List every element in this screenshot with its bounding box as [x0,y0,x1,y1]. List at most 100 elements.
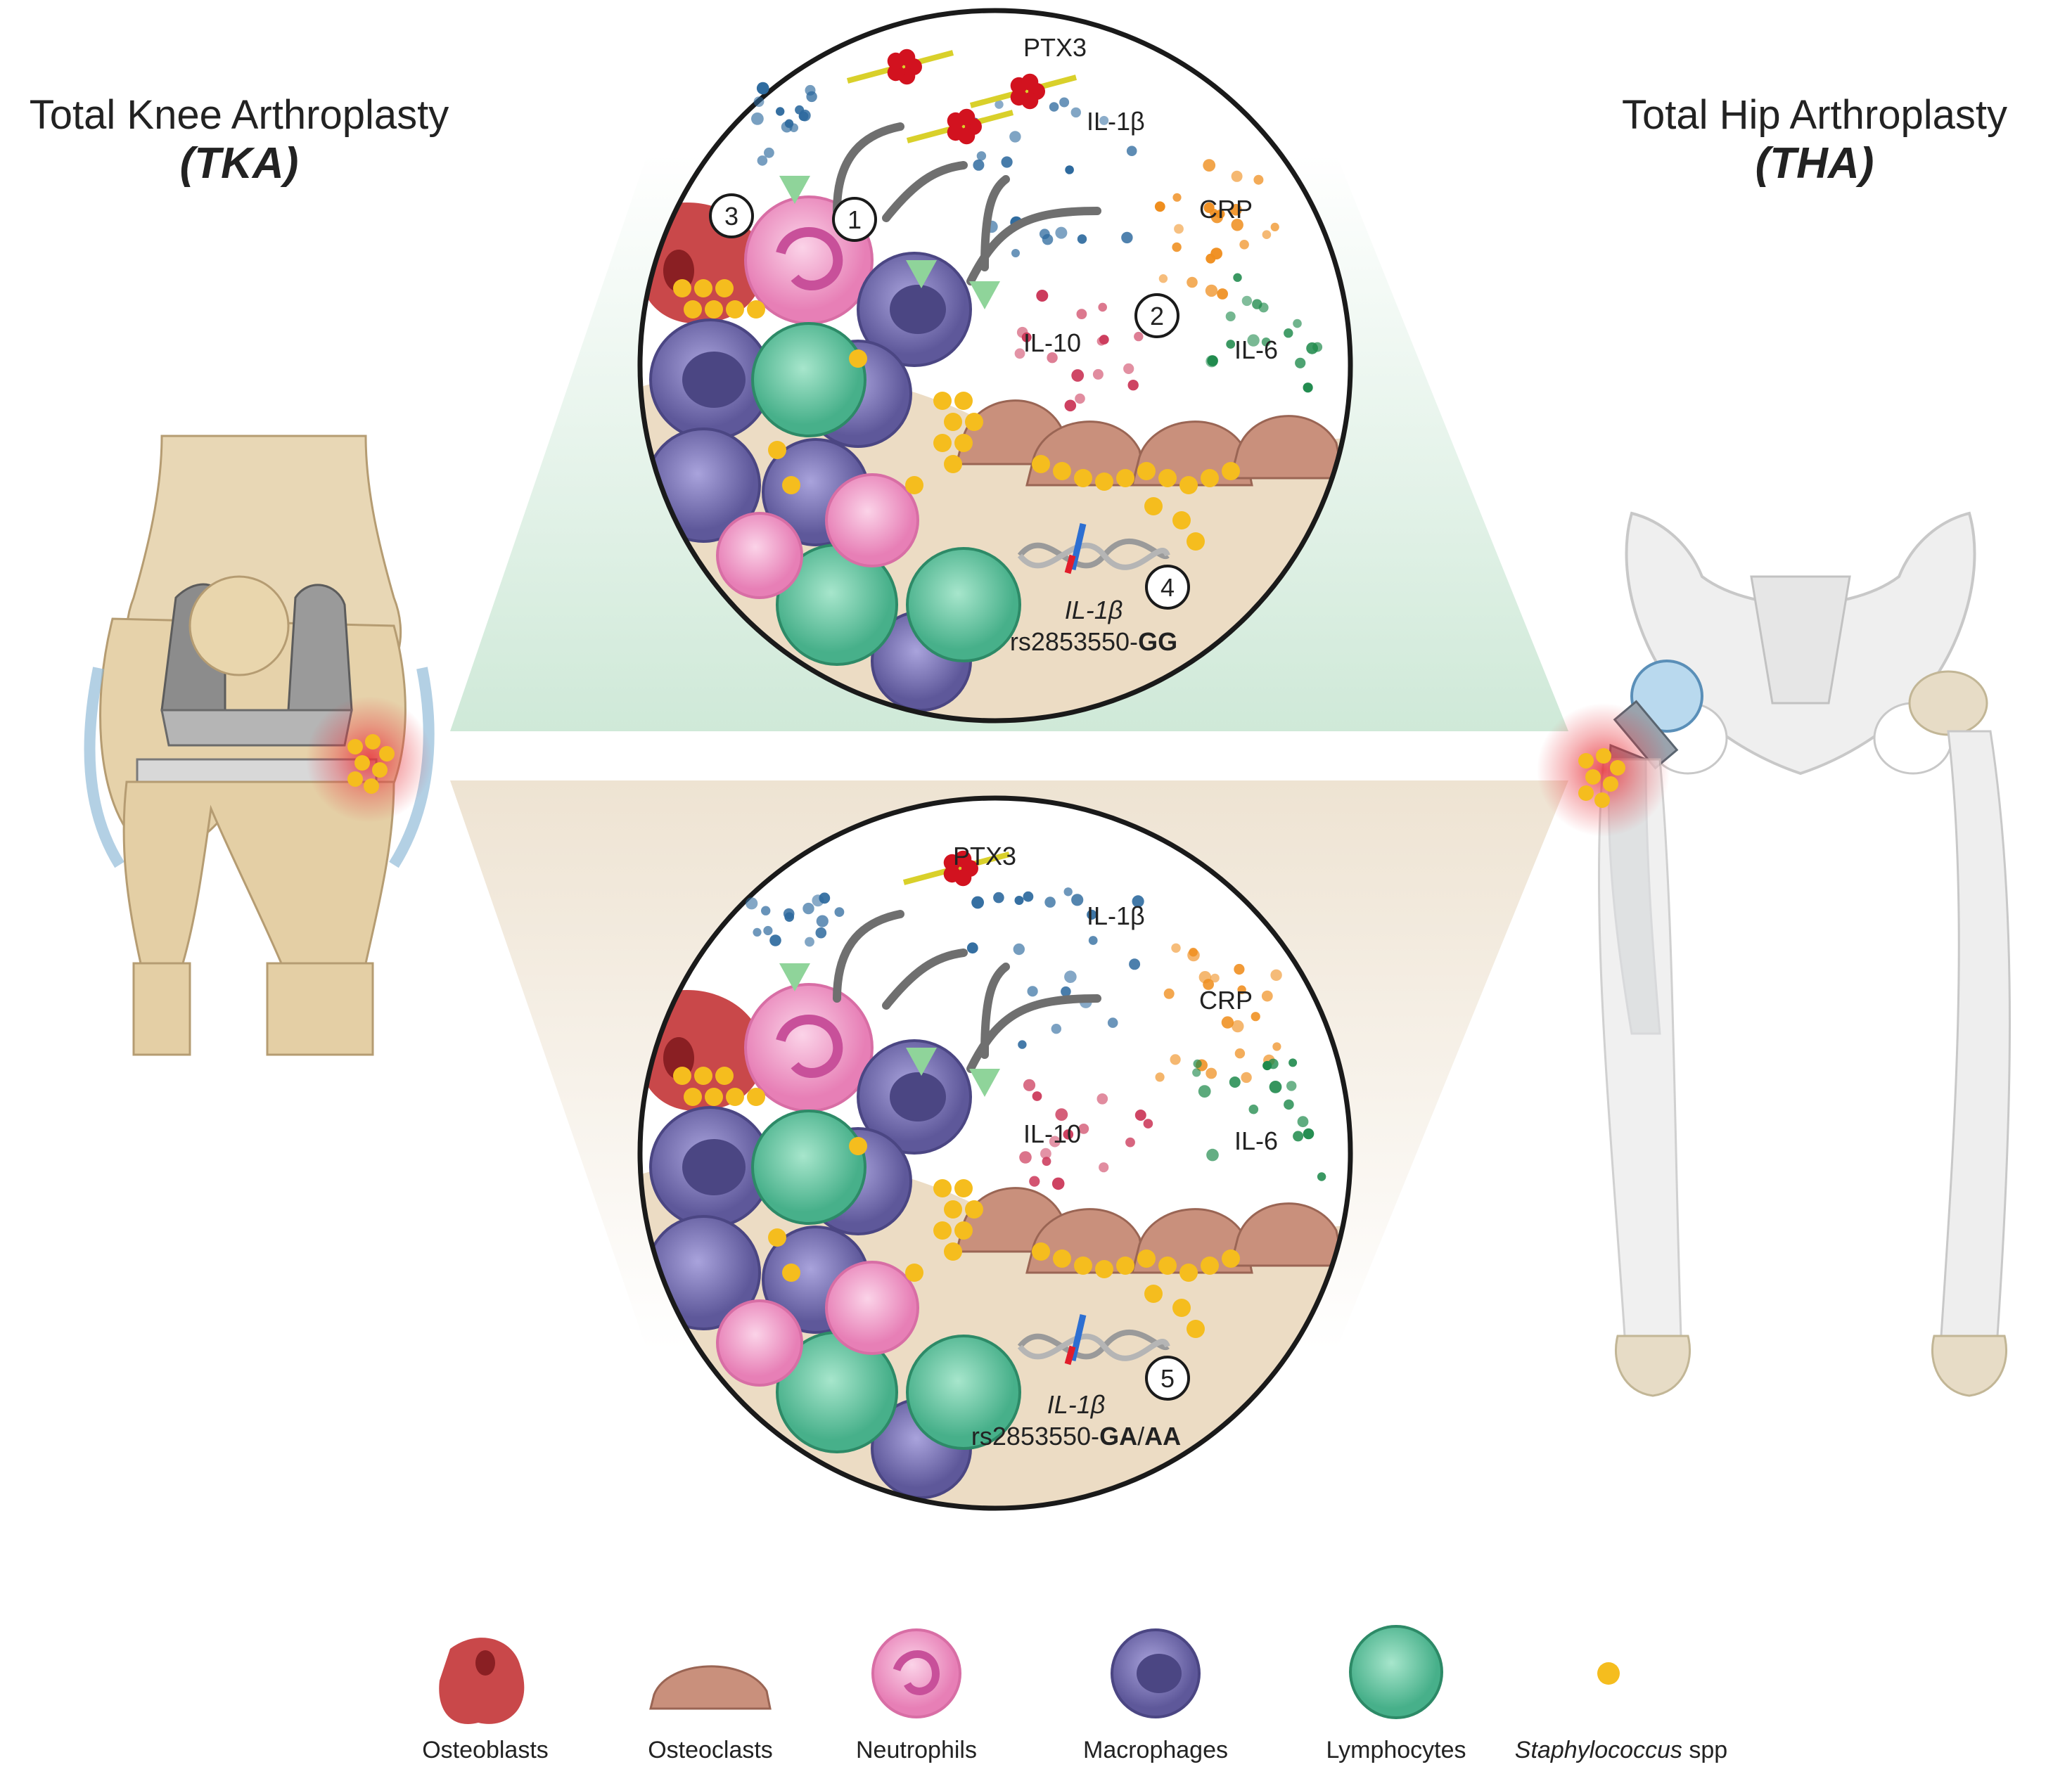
staph-bacterium [1053,1249,1071,1268]
staph-bacterium [768,441,786,459]
crp-dot [1170,1054,1181,1065]
legend-label-lymphocytes: Lymphocytes [1326,1737,1466,1763]
secretion-arrow [882,949,968,1010]
il10-dot [1036,290,1049,302]
svg-text:4: 4 [1160,573,1175,602]
il1b-dot [1011,249,1020,257]
staph-bacterium [1116,1256,1134,1275]
il6-dot [1206,1148,1219,1162]
il1b-dot [815,927,827,939]
crp-dot [1203,202,1215,213]
bottom-ptx3-label: PTX3 [953,842,1016,870]
crp-dot [1234,1048,1246,1059]
staph-bacterium [782,1264,800,1282]
il10-dot [1055,1108,1068,1121]
secretion-arrow [882,161,968,222]
il1b-dot [1001,156,1013,168]
staph-bacterium [933,1221,952,1240]
il6-dot [1267,1058,1279,1069]
il10-dot [1063,1129,1074,1140]
crp-dot [1241,1072,1252,1084]
il6-dot [1261,338,1271,347]
ptx3-molecule [947,124,964,141]
il6-dot [1248,1104,1259,1114]
il1b-dot [1065,165,1074,174]
tka-title-abbr: (TKA) [179,139,299,188]
staph-bacterium [1172,1299,1191,1317]
il1b-dot [1049,102,1059,112]
svg-text:3: 3 [724,202,738,231]
il10-dot [1040,1148,1051,1159]
bottom-dna-icon [1017,1313,1170,1365]
staph-bacterium [1095,473,1113,491]
il10-dot [1099,335,1109,345]
staph-bacterium [747,300,765,319]
il1b-dot [1129,958,1141,970]
il6-dot [1258,302,1269,313]
il6-dot [1293,1131,1304,1142]
staph-bacterium [944,455,962,473]
il10-dot [1051,1177,1065,1190]
il1b-dot [1061,986,1071,997]
tha-infection-glow [1537,703,1670,837]
il1b-dot [1063,887,1073,896]
svg-text:1: 1 [848,205,862,234]
bottom-il1b-label: IL-1β [1087,901,1145,930]
staph-bacterium [1179,476,1198,494]
il6-dot [1207,355,1218,366]
staph-bacterium [849,1137,867,1155]
top-gene-label: IL-1β [1065,596,1123,624]
secretion-arrow [980,963,1010,1059]
il1b-dot [1071,894,1084,906]
macrophage-icon [1111,1628,1201,1718]
crp-dot [1205,284,1218,297]
staph-bacterium [747,1088,765,1106]
il1b-dot [746,897,758,910]
staph-bacterium [1144,497,1163,515]
legend-label-neutrophils: Neutrophils [856,1737,977,1763]
top-marker-4: 4 [1145,565,1190,610]
top-ptx3-label: PTX3 [1023,33,1087,62]
bottom-panel-dynamic [673,850,1326,1338]
il1b-dot [1051,1024,1062,1034]
staph-bacterium [965,413,983,431]
staph-bacterium [1158,469,1177,487]
il1b-dot [1023,891,1034,902]
il1b-dot [751,113,764,125]
secretion-arrow [980,175,1010,271]
bottom-il10-label: IL-10 [1023,1119,1081,1148]
ptx3-molecule [958,108,976,126]
il6-dot [1303,383,1313,393]
il1b-dot [1064,970,1077,983]
staph-bacterium [1137,1249,1156,1268]
crp-dot [1270,969,1282,982]
crp-dot [1253,174,1264,185]
il1b-dot [799,109,811,122]
il1b-dot [1099,115,1109,125]
staph-bacterium [1201,1256,1219,1275]
staph-bacterium [1144,1285,1163,1303]
crp-dot [1155,1072,1165,1082]
il1b-dot [971,896,984,909]
crp-dot [1172,193,1182,202]
il1b-dot [1014,896,1024,905]
legend-label-staphylococcus-genus: Staphylococcus [1514,1737,1682,1763]
ptx3-molecule [943,866,961,883]
il10-dot [1019,1151,1032,1164]
bottom-gene-label: IL-1β [1047,1390,1106,1419]
crp-dot [1206,1067,1217,1079]
ptx3-molecule [1021,73,1039,91]
legend-label-osteoclasts: Osteoclasts [648,1737,773,1763]
il6-dot [1193,1059,1202,1068]
il10-dot [1099,1162,1109,1173]
staph-bacterium [954,392,973,410]
staph-bacterium [954,1179,973,1197]
receptor-icon [906,260,937,288]
crp-dot [1189,947,1198,957]
crp-dot [1231,170,1243,182]
crp-dot [1203,159,1216,172]
il10-dot [1134,1110,1146,1121]
staph-bacterium [1032,1242,1050,1261]
il1b-dot [1059,97,1070,108]
il1b-dot [834,907,845,917]
